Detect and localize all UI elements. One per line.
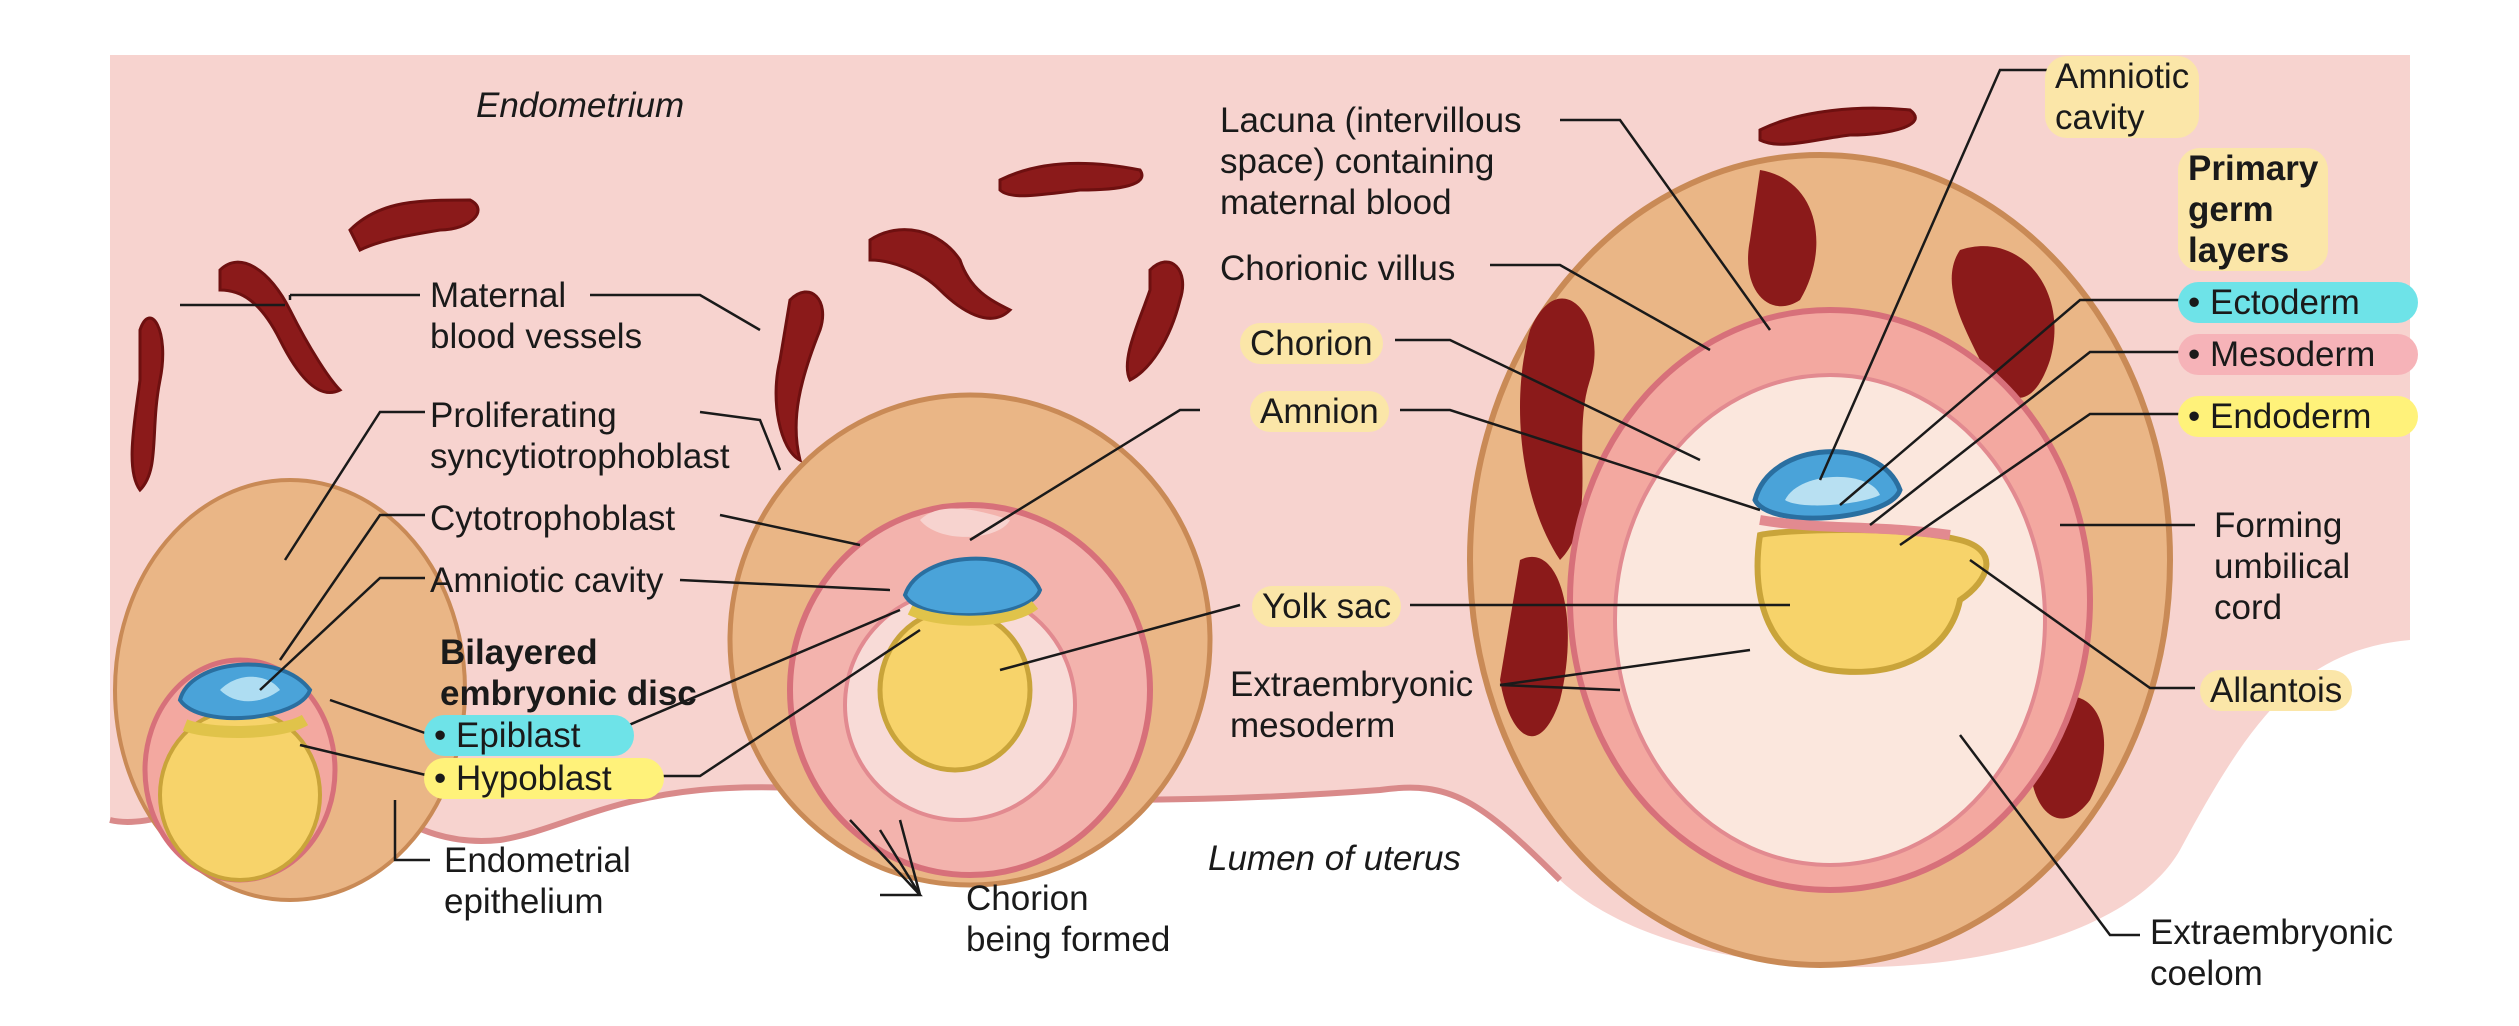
middle-embryo bbox=[727, 392, 1213, 888]
label-endometrial-epithelium: Endometrial epithelium bbox=[444, 841, 631, 921]
label-allantois: Allantois bbox=[2200, 670, 2353, 711]
label-amnion: Amnion bbox=[1250, 391, 1389, 432]
label-maternal-blood-vessels: Maternal blood vessels bbox=[430, 276, 643, 356]
label-epiblast: • Epiblast bbox=[424, 715, 634, 756]
left-embryo bbox=[113, 478, 467, 902]
label-extraembryonic-coelom: Extraembryonic coelom bbox=[2150, 913, 2394, 993]
label-proliferating-syncytiotrophoblast: Proliferating syncytiotrophoblast bbox=[430, 396, 730, 476]
label-primary-germ-layers: Primary germ layers bbox=[2178, 148, 2329, 271]
right-embryo bbox=[1467, 152, 2173, 968]
label-hypoblast: • Hypoblast bbox=[424, 758, 664, 799]
label-endometrium: Endometrium bbox=[476, 86, 685, 125]
label-ectoderm: • Ectoderm bbox=[2178, 282, 2418, 323]
label-yolk-sac: Yolk sac bbox=[1252, 586, 1402, 627]
label-amniotic-cavity-left: Amniotic cavity bbox=[430, 561, 664, 600]
label-chorionic-villus: Chorionic villus bbox=[1220, 249, 1456, 288]
label-chorion: Chorion bbox=[1240, 323, 1383, 364]
label-endoderm: • Endoderm bbox=[2178, 396, 2418, 437]
label-cytotrophoblast: Cytotrophoblast bbox=[430, 499, 676, 538]
label-lumen-of-uterus: Lumen of uterus bbox=[1208, 839, 1461, 878]
label-amniotic-cavity-right: Amniotic cavity bbox=[2045, 56, 2200, 138]
label-lacuna: Lacuna (intervillous space) containing m… bbox=[1220, 101, 1522, 222]
label-extraembryonic-mesoderm: Extraembryonic mesoderm bbox=[1230, 665, 1474, 745]
maternal-blood-vessels bbox=[130, 106, 1917, 493]
label-bilayered-embryonic-disc: Bilayered embryonic disc bbox=[440, 633, 697, 713]
label-mesoderm: • Mesoderm bbox=[2178, 334, 2418, 375]
leader-lines bbox=[180, 68, 2195, 937]
label-forming-umbilical-cord: Forming umbilical cord bbox=[2214, 506, 2351, 627]
label-chorion-being-formed: Chorion being formed bbox=[966, 879, 1171, 959]
